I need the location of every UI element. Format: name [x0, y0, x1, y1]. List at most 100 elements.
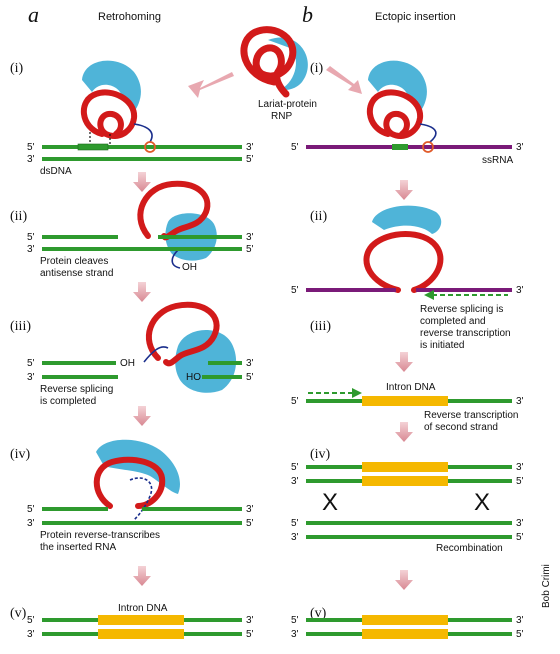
a-step-iv: (iv) — [10, 447, 31, 462]
b-ii-complex — [363, 205, 444, 293]
panel-b-heading: Ectopic insertion — [375, 11, 456, 23]
b-iii-5prime: 5' — [291, 396, 299, 407]
a-iii-connector — [143, 346, 169, 363]
b-ii-cdna-arrowhead — [424, 290, 434, 300]
b-iii-3prime: 3' — [516, 396, 524, 407]
a-v-intron-top — [98, 615, 184, 625]
a-iv-5prime-bottom: 5' — [246, 518, 254, 529]
b-iv-crossover-left: X — [322, 489, 338, 516]
a-iv-protein — [96, 439, 180, 494]
a-iii-oh: OH — [120, 358, 135, 369]
b-arrow-3 — [395, 422, 413, 442]
a-iv-lariat — [93, 456, 166, 509]
b-i-connector — [419, 123, 437, 143]
b-arrow-1 — [395, 180, 413, 200]
arrow-to-retrohoming — [188, 72, 234, 98]
panel-a-heading: Retrohoming — [98, 11, 161, 23]
credit-text: Bob Crimi — [541, 564, 552, 608]
b-i-ssrna-label: ssRNA — [482, 155, 513, 166]
panel-a-letter: a — [28, 2, 39, 27]
b-iv-intron-bottom — [362, 476, 448, 486]
a-iv-3prime-bottom: 3' — [27, 518, 35, 529]
b-step-ii: (ii) — [310, 209, 327, 224]
b-step-v: (v) — [310, 606, 327, 621]
b-iii-second-strand-arrowhead — [352, 388, 362, 398]
a-i-cleavage-site — [144, 141, 156, 153]
a-iii-ho: HO — [186, 372, 201, 383]
a-iii-5prime-bottom: 5' — [246, 372, 254, 383]
a-arrow-1 — [133, 172, 151, 192]
a-iii-label-line2: is completed — [40, 396, 96, 407]
a-arrow-4 — [133, 566, 151, 586]
b-iv-intron-top — [362, 462, 448, 472]
b-i-lariat — [366, 89, 423, 139]
a-ii-label-line1: Protein cleaves — [40, 256, 108, 267]
a-iii-5prime-top: 5' — [27, 358, 35, 369]
a-iv-label-line1: Protein reverse-transcribes — [40, 530, 160, 541]
b-iii-label-line1: Reverse transcription — [424, 410, 518, 421]
rnp-label-line2: RNP — [271, 111, 292, 122]
a-i-lariat — [80, 89, 137, 139]
a-ii-5prime-bottom: 5' — [246, 244, 254, 255]
a-i-3prime-top: 3' — [246, 142, 254, 153]
b-i-complex — [366, 60, 437, 143]
b-step-iv: (iv) — [310, 447, 331, 462]
arrow-to-ectopic — [326, 66, 362, 94]
a-iii-label-line1: Reverse splicing — [40, 384, 113, 395]
b-i-target-site — [392, 144, 408, 150]
a-ii-3prime-bottom: 3' — [27, 244, 35, 255]
rnp-lariat-rna — [240, 26, 297, 98]
a-i-5prime-top: 5' — [27, 142, 35, 153]
b-ii-label-line1: Reverse splicing is — [420, 304, 503, 315]
b-v-5prime-bottom: 5' — [516, 629, 524, 640]
a-iv-complex — [93, 439, 180, 521]
a-v-3prime-bottom: 3' — [27, 629, 35, 640]
b-arrow-4 — [395, 570, 413, 590]
a-iv-5prime-top: 5' — [27, 504, 35, 515]
a-i-connector — [133, 123, 153, 143]
a-v-intron-label: Intron DNA — [118, 603, 168, 614]
a-ii-label-line2: antisense strand — [40, 268, 113, 279]
a-v-intron-bottom — [98, 629, 184, 639]
a-i-dsdna-label: dsDNA — [40, 166, 72, 177]
a-arrow-3 — [133, 406, 151, 426]
b-ii-label-line4: is initiated — [420, 340, 464, 351]
b-i-3prime: 3' — [516, 142, 524, 153]
a-v-5prime-top: 5' — [27, 615, 35, 626]
b-ii-label-line2: completed and — [420, 316, 486, 327]
b-iv-recombination-label: Recombination — [436, 543, 503, 554]
b-i-5prime: 5' — [291, 142, 299, 153]
a-ii-complex — [137, 180, 217, 269]
a-step-v: (v) — [10, 606, 27, 621]
b-iii-intron — [362, 396, 448, 406]
b-ii-5prime: 5' — [291, 285, 299, 296]
b-v-intron-bottom — [362, 629, 448, 639]
b-step-i: (i) — [310, 61, 324, 76]
b-iv-3prime-bottom: 3' — [291, 476, 299, 487]
b-iii-intron-label: Intron DNA — [386, 382, 436, 393]
a-i-3prime-bottom: 3' — [27, 154, 35, 165]
a-ii-3prime-top: 3' — [246, 232, 254, 243]
a-i-5prime-bottom: 5' — [246, 154, 254, 165]
a-iii-lariat — [146, 301, 220, 367]
b-v-5prime-top: 5' — [291, 615, 299, 626]
a-iv-label-line2: the inserted RNA — [40, 542, 116, 553]
a-step-iii: (iii) — [10, 319, 31, 334]
b-iv-crossover-right: X — [474, 489, 490, 516]
a-ii-5prime-top: 5' — [27, 232, 35, 243]
a-iv-3prime-top: 3' — [246, 504, 254, 515]
a-i-complex — [80, 60, 153, 146]
b-iv-5prime-lower: 5' — [291, 518, 299, 529]
a-step-i: (i) — [10, 61, 24, 76]
b-iii-label-line2: of second strand — [424, 422, 498, 433]
b-iv-3prime-lowest: 3' — [291, 532, 299, 543]
b-ii-3prime: 3' — [516, 285, 524, 296]
a-v-3prime-top: 3' — [246, 615, 254, 626]
b-ii-protein — [372, 205, 442, 234]
b-iv-3prime-top: 3' — [516, 462, 524, 473]
b-i-cleavage-site — [422, 141, 434, 153]
b-arrow-2 — [395, 352, 413, 372]
b-iv-5prime-top: 5' — [291, 462, 299, 473]
a-ii-lariat — [137, 180, 211, 241]
